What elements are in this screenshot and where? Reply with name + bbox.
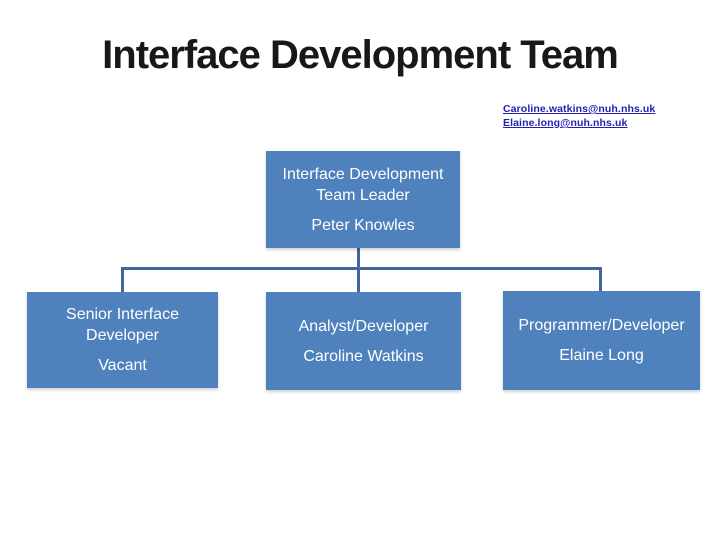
org-box-role: Senior Interface Developer — [66, 306, 179, 344]
org-box-role: Programmer/Developer — [518, 317, 685, 334]
connector-right-drop — [599, 267, 602, 291]
connector-left-drop — [121, 267, 124, 292]
org-box-name: Elaine Long — [559, 347, 644, 364]
org-box-role: Interface Development Team Leader — [282, 165, 444, 204]
org-box-name: Vacant — [98, 357, 147, 374]
org-box-name: Peter Knowles — [311, 216, 415, 234]
email-link-elaine[interactable]: Elaine.long@nuh.nhs.uk — [503, 117, 628, 129]
connector-root-vertical — [357, 248, 360, 292]
org-box-role: Analyst/Developer — [298, 317, 429, 335]
contact-links: Caroline.watkins@nuh.nhs.uk Elaine.long@… — [503, 102, 655, 130]
connector-horizontal — [121, 267, 602, 270]
org-box-analyst-developer: Analyst/Developer Caroline Watkins — [266, 292, 461, 390]
slide-title: Interface Development Team — [102, 33, 619, 77]
org-box-programmer-developer: Programmer/Developer Elaine Long — [503, 291, 700, 390]
email-link-caroline[interactable]: Caroline.watkins@nuh.nhs.uk — [503, 103, 656, 115]
org-box-team-leader: Interface Development Team Leader Peter … — [266, 151, 460, 248]
org-box-name: Caroline Watkins — [303, 347, 424, 365]
org-box-senior-interface-developer: Senior Interface Developer Vacant — [27, 292, 218, 388]
